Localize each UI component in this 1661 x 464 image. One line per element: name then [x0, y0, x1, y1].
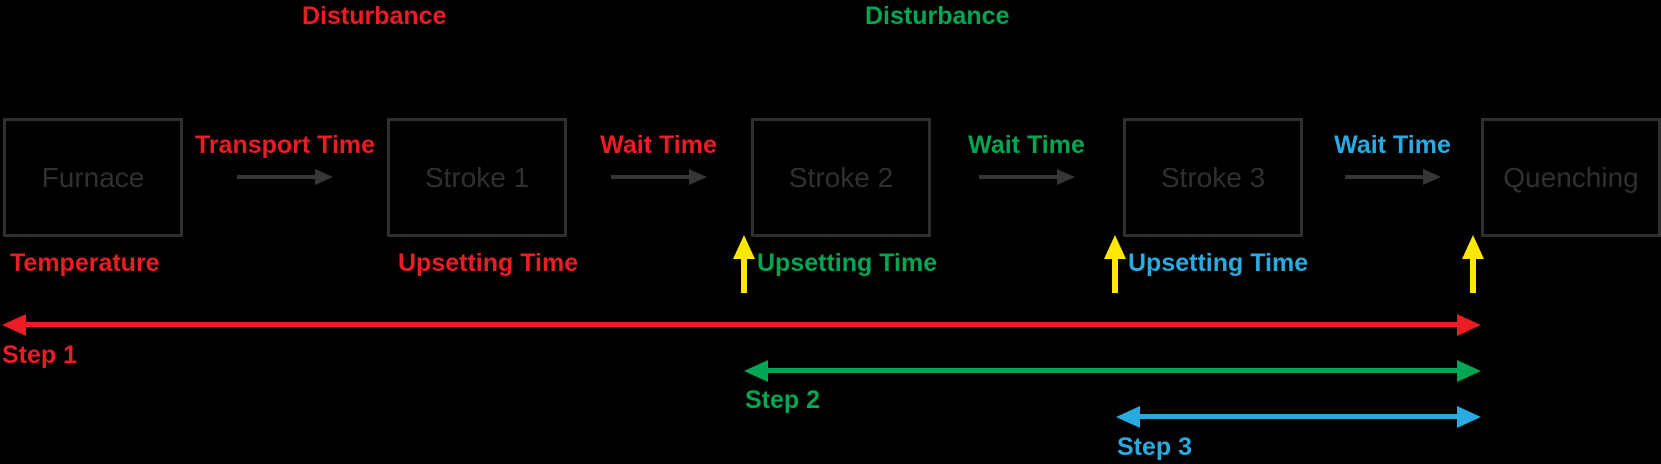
upset-marker-arrow-icon: [1104, 235, 1126, 293]
stage-box-quenching: Quenching: [1481, 118, 1661, 237]
sublabel-upsetting-time-1: Upsetting Time: [398, 249, 579, 277]
stage-box-stroke-3: Stroke 3: [1123, 118, 1303, 237]
step-3-label: Step 3: [1117, 433, 1193, 461]
step-1-range-arrow-icon: [2, 314, 1481, 336]
disturbance-label-green: Disturbance: [865, 2, 1010, 30]
transition-wait-time-1: Wait Time: [566, 132, 751, 186]
transition-transport-time: Transport Time: [183, 132, 387, 186]
flow-arrow-icon: [237, 168, 333, 186]
stage-label-furnace: Furnace: [41, 161, 145, 193]
step-2-label: Step 2: [745, 386, 821, 414]
step-2-range-arrow-icon: [744, 360, 1481, 382]
stage-label-stroke-3: Stroke 3: [1160, 161, 1266, 193]
transition-wait-time-2: Wait Time: [930, 132, 1123, 186]
sublabel-temperature: Temperature: [10, 249, 160, 277]
transition-label: Wait Time: [1334, 131, 1451, 159]
disturbance-label-red: Disturbance: [302, 2, 447, 30]
flow-arrow-icon: [610, 168, 707, 186]
flow-arrow-icon: [1344, 168, 1441, 186]
stage-box-stroke-1: Stroke 1: [387, 118, 567, 237]
stage-box-stroke-2: Stroke 2: [751, 118, 931, 237]
transition-label: Wait Time: [600, 131, 717, 159]
flow-arrow-icon: [978, 168, 1075, 186]
stage-box-furnace: Furnace: [3, 118, 183, 237]
transition-label: Wait Time: [968, 131, 1085, 159]
transition-label: Transport Time: [194, 131, 376, 159]
sublabel-upsetting-time-2: Upsetting Time: [757, 249, 938, 277]
step-3-range-arrow-icon: [1116, 406, 1481, 428]
stage-label-stroke-1: Stroke 1: [424, 161, 530, 193]
sublabel-upsetting-time-3: Upsetting Time: [1128, 249, 1309, 277]
stage-label-stroke-2: Stroke 2: [788, 161, 894, 193]
upset-marker-arrow-icon: [733, 235, 755, 293]
step-1-label: Step 1: [2, 341, 78, 369]
stage-label-quenching: Quenching: [1503, 161, 1639, 193]
upset-marker-arrow-icon: [1462, 235, 1484, 293]
transition-wait-time-3: Wait Time: [1304, 132, 1481, 186]
